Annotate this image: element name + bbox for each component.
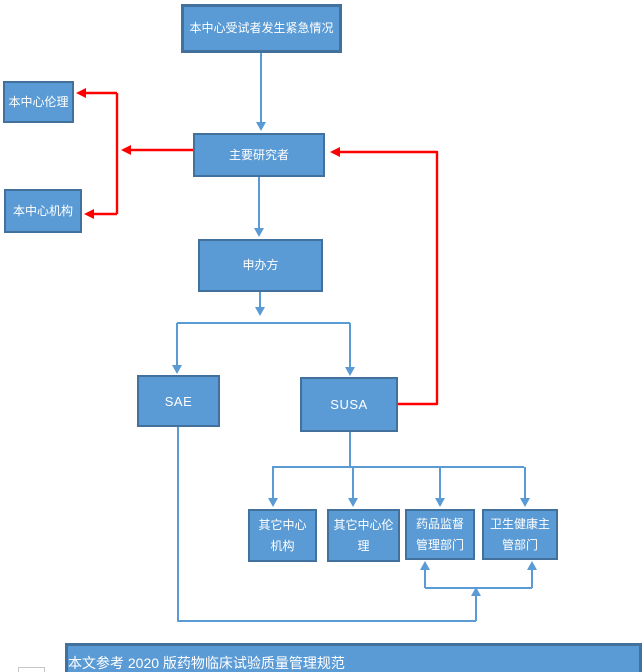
connector-sponsor-split bbox=[172, 292, 355, 376]
node-drug-regulatory[interactable]: 药品监督 管理部门 bbox=[405, 509, 475, 560]
node-emergency[interactable]: 本中心受试者发生紧急情况 bbox=[181, 4, 342, 53]
node-other-center-ethics[interactable]: 其它中心伦 理 bbox=[327, 509, 400, 562]
partial-table-stub bbox=[18, 667, 45, 672]
node-principal-investigator[interactable]: 主要研究者 bbox=[193, 133, 325, 177]
node-sponsor-label: 申办方 bbox=[242, 258, 279, 272]
connector-pi-to-sponsor bbox=[254, 177, 264, 237]
node-other-center-institution-label: 其它中心 机构 bbox=[258, 517, 307, 553]
node-principal-investigator-label: 主要研究者 bbox=[228, 147, 289, 162]
node-health-authority-label: 卫生健康主 管部门 bbox=[489, 516, 550, 552]
node-center-ethics[interactable]: 本中心伦理 bbox=[3, 81, 74, 123]
node-center-institution-label: 本中心机构 bbox=[12, 203, 73, 218]
node-other-center-ethics-label: 其它中心伦 理 bbox=[333, 517, 394, 553]
node-other-center-institution[interactable]: 其它中心 机构 bbox=[248, 509, 317, 562]
node-sae[interactable]: SAE bbox=[137, 375, 220, 427]
node-sponsor[interactable]: 申办方 bbox=[198, 239, 323, 292]
node-drug-regulatory-label: 药品监督 管理部门 bbox=[415, 516, 464, 552]
node-center-ethics-label: 本中心伦理 bbox=[8, 94, 69, 109]
connector-pi-to-center-bodies bbox=[76, 88, 193, 219]
connector-emergency-to-pi bbox=[256, 53, 266, 131]
node-center-institution[interactable]: 本中心机构 bbox=[4, 189, 82, 233]
node-susa-label: SUSA bbox=[330, 397, 368, 412]
footer-note-label: 本文参考 2020 版药物临床试验质量管理规范 bbox=[68, 654, 345, 671]
node-emergency-label: 本中心受试者发生紧急情况 bbox=[189, 21, 334, 35]
connector-sae-to-authorities bbox=[177, 427, 537, 622]
connector-susa-to-pi bbox=[330, 147, 439, 406]
footer-note-banner[interactable]: 本文参考 2020 版药物临床试验质量管理规范 bbox=[65, 643, 642, 672]
node-susa[interactable]: SUSA bbox=[300, 377, 398, 432]
connector-susa-split bbox=[268, 432, 530, 507]
node-health-authority[interactable]: 卫生健康主 管部门 bbox=[482, 509, 558, 560]
node-sae-label: SAE bbox=[164, 393, 193, 409]
